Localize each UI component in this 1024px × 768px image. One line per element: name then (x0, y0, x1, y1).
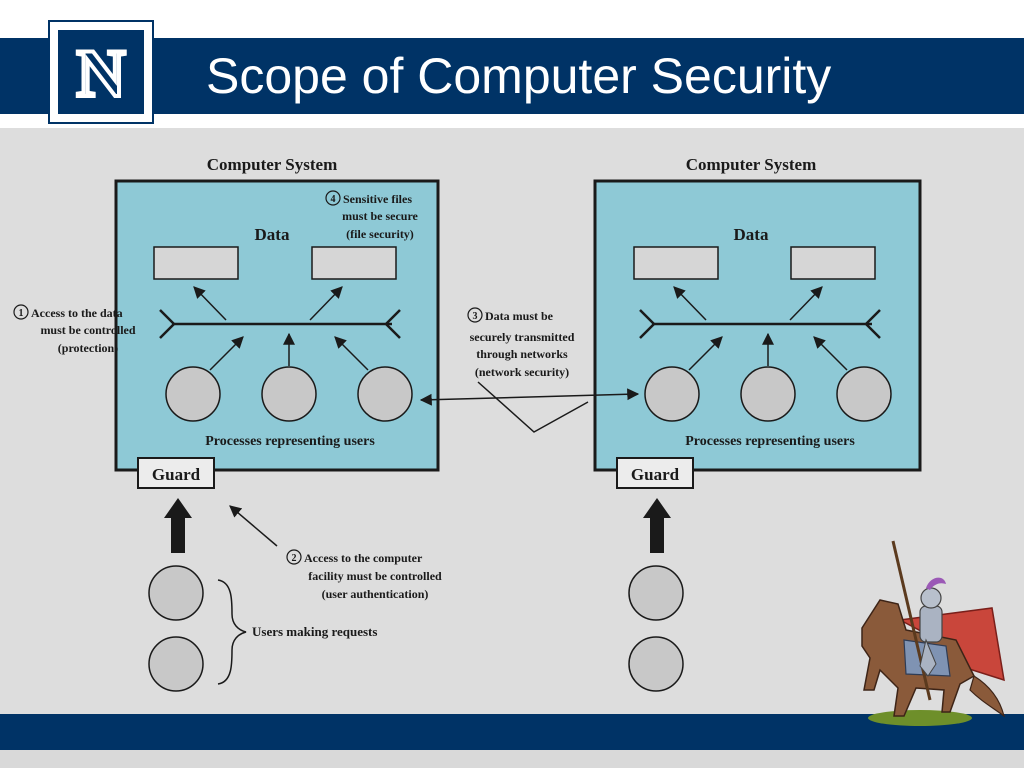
arrow (309, 286, 343, 321)
arrow (229, 505, 278, 547)
annotation-line: must be secure (342, 209, 418, 223)
annotation-marker (467, 307, 483, 323)
footer-band (0, 714, 1024, 750)
annotation-line: (user authentication) (322, 587, 429, 601)
users-left: Users making requests (148, 565, 377, 692)
university-logo: N (48, 20, 154, 124)
bus-end (639, 309, 656, 339)
system-label: Computer System (686, 155, 816, 174)
network-link (419, 388, 640, 406)
annotation-line: (file security) (346, 227, 414, 241)
knight-mascot-icon (861, 540, 1005, 726)
system-label: Computer System (207, 155, 337, 174)
knight-plume (926, 577, 946, 590)
user-circle (148, 565, 204, 621)
annotation-number: 1 (19, 308, 24, 319)
annotation-line: Data must be (485, 309, 554, 323)
process-circle (836, 366, 892, 422)
data-file-box (311, 246, 397, 280)
knight-leg (919, 638, 937, 677)
annotation-network-security: 3 Data must be securely transmitted thro… (419, 307, 640, 433)
logo-letter: N (76, 35, 125, 111)
annotation-line: Access to the data (31, 306, 123, 320)
arrow (209, 336, 244, 371)
arrow (334, 336, 369, 371)
knight-torso (919, 605, 943, 643)
annotation-number: 4 (331, 194, 336, 205)
entry-arrow-head (643, 498, 671, 518)
computer-system-left: Computer System Data Processes represent… (114, 155, 440, 553)
arrow (673, 286, 707, 321)
system-box (114, 179, 440, 472)
data-file-box (153, 246, 239, 280)
annotation-line: must be controlled (40, 323, 135, 337)
annotation-user-authentication: 2 Access to the computer facility must b… (229, 505, 442, 601)
bus-end (864, 309, 881, 339)
process-circle (165, 366, 221, 422)
data-file-box (790, 246, 876, 280)
bus-end (159, 309, 176, 339)
slide-title: Scope of Computer Security (206, 48, 832, 104)
annotation-number: 2 (292, 553, 297, 564)
processes-label: Processes representing users (685, 434, 855, 449)
annotation-line: securely transmitted (470, 330, 575, 344)
footer-strip (0, 750, 1024, 768)
users-label: Users making requests (252, 624, 377, 639)
annotation-marker (13, 304, 29, 320)
entry-arrow-shaft (171, 517, 185, 553)
horse-tail (969, 675, 1005, 718)
computer-system-right: Computer System Data Processes represent… (593, 155, 922, 553)
logo-background: N (58, 30, 144, 114)
callout-line (477, 381, 589, 433)
annotation-file-security: 4 Sensitive files must be secure (file s… (325, 190, 419, 241)
process-circle (357, 366, 413, 422)
user-circle (148, 636, 204, 692)
bus-end (384, 309, 401, 339)
arrow (193, 286, 227, 321)
users-brace (217, 579, 247, 685)
annotation-marker (325, 190, 341, 206)
arrow (813, 336, 848, 371)
arrow (789, 286, 823, 321)
annotation-line: (network security) (475, 365, 569, 379)
annotation-protection: 1 Access to the data must be controlled … (13, 304, 136, 355)
annotation-line: Access to the computer (304, 551, 423, 565)
user-circle (628, 565, 684, 621)
entry-arrow-shaft (650, 517, 664, 553)
data-file-box (633, 246, 719, 280)
guard-box (137, 457, 215, 489)
annotation-marker (286, 549, 302, 565)
annotation-line: Sensitive files (343, 192, 412, 206)
users-right (628, 565, 684, 692)
annotation-line: facility must be controlled (308, 569, 442, 583)
process-circle (644, 366, 700, 422)
process-circle (261, 366, 317, 422)
arrow (688, 336, 723, 371)
entry-arrow-head (164, 498, 192, 518)
annotation-line: (protection) (58, 341, 118, 355)
annotation-line: through networks (476, 347, 568, 361)
knight-helmet (920, 587, 942, 609)
data-label: Data (255, 225, 290, 244)
knight-lance (891, 540, 932, 701)
user-circle (628, 636, 684, 692)
guard-box (616, 457, 694, 489)
n-logo-icon: N (74, 33, 127, 113)
grass-patch (868, 710, 972, 726)
data-label: Data (734, 225, 769, 244)
processes-label: Processes representing users (205, 434, 375, 449)
title-bar (0, 38, 1024, 114)
guard-label: Guard (631, 465, 680, 484)
guard-label: Guard (152, 465, 201, 484)
process-circle (740, 366, 796, 422)
annotation-number: 3 (473, 311, 478, 322)
